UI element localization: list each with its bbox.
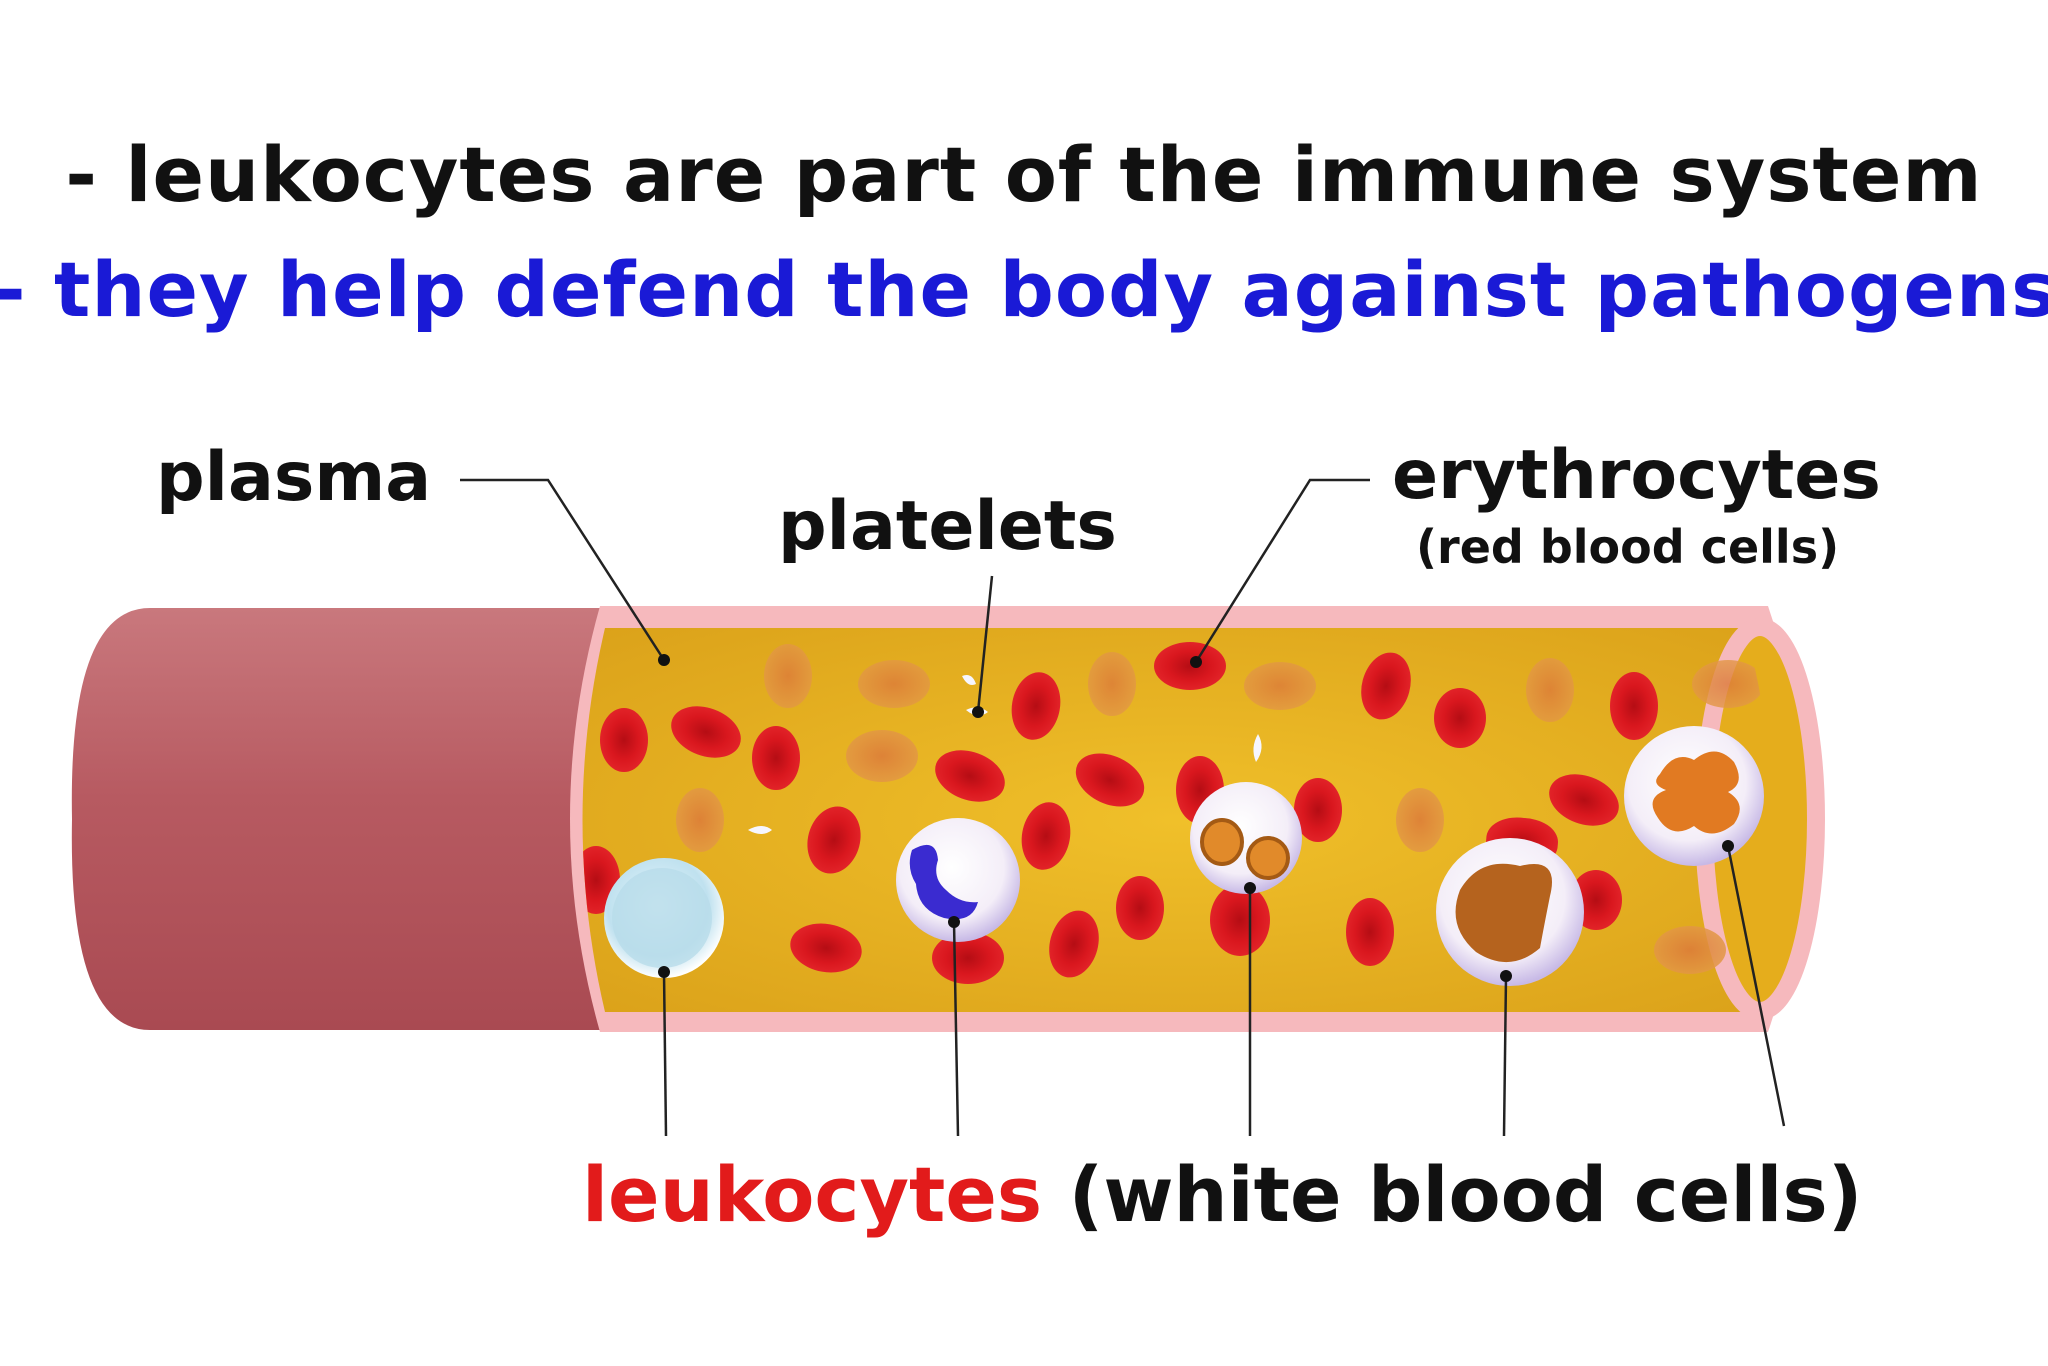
red-blood-cell [1294,778,1342,842]
leukocyte-pointer-dot-4 [1500,970,1512,982]
red-blood-cell [764,644,812,708]
red-blood-cell [1116,876,1164,940]
leukocyte-pointer-dot-5 [1722,840,1734,852]
leukocyte-leader-line-5 [1726,845,1786,1127]
platelet [1253,734,1262,762]
leukocyte-pointer-dot-1 [658,966,670,978]
red-blood-cell [1654,926,1726,974]
red-blood-cell [846,730,918,782]
red-blood-cell [1692,660,1764,708]
label-leukocytes: leukocytes [582,1150,1043,1239]
heading-line-1: - leukocytes are part of the immune syst… [65,130,1983,219]
red-blood-cell [1075,753,1145,807]
red-blood-cell [1549,774,1619,826]
red-blood-cell [1434,688,1486,748]
red-blood-cell [1526,658,1574,722]
plasma-leader-line [460,478,666,661]
platelet [962,675,976,685]
leukocyte-pointer-dot-2 [948,916,960,928]
leukocyte-nucleus [1455,863,1552,963]
red-blood-cell [1049,910,1099,978]
red-blood-cell [1346,898,1394,966]
label-erythrocytes: erythrocytes [1392,436,1881,515]
leukocyte-leader-line-2 [952,921,960,1137]
leukocyte-pointer-dot-3 [1244,882,1256,894]
leukocyte-nucleus [1200,818,1244,866]
red-blood-cell [1088,652,1136,716]
platelets-pointer-dot [972,706,984,718]
heading-line-2: - they help defend the body against path… [0,245,2048,334]
red-blood-cell [1244,662,1316,710]
red-blood-cell [1210,884,1270,956]
red-blood-cell [600,708,648,772]
label-leukocytes-row: leukocytes (white blood cells) [582,1150,1862,1239]
vessel-outer-wall [71,608,620,1030]
label-erythrocytes-sub: (red blood cells) [1416,520,1840,574]
red-blood-cell [1610,672,1658,740]
leukocyte-leader-line-1 [662,971,668,1137]
red-blood-cell [935,750,1005,802]
label-plasma: plasma [156,438,432,517]
platelets-leader-line [976,575,994,713]
platelet [748,826,772,834]
red-blood-cell [676,788,724,852]
red-blood-cell [790,923,862,973]
plasma-pointer-dot [658,654,670,666]
label-platelets: platelets [778,487,1117,566]
red-blood-cell [932,932,1004,984]
red-blood-cell [671,706,741,758]
leukocyte-leader-line-4 [1502,975,1508,1137]
leukocyte-nucleus [909,844,978,920]
erythrocytes-pointer-dot [1190,656,1202,668]
red-blood-cell [1011,672,1061,740]
red-blood-cell [1396,788,1444,852]
leukocyte-nucleus [1246,836,1290,880]
leukocyte-nucleus [1652,751,1740,834]
red-blood-cell [1154,642,1226,690]
label-leukocytes-sub: (white blood cells) [1042,1150,1863,1239]
red-blood-cell [1021,802,1071,870]
red-blood-cell [807,806,861,874]
lymphocyte-nucleus [612,868,712,968]
red-blood-cell [858,660,930,708]
red-blood-cell [752,726,800,790]
erythrocytes-leader-line [1194,478,1370,663]
red-blood-cell [1361,652,1411,720]
